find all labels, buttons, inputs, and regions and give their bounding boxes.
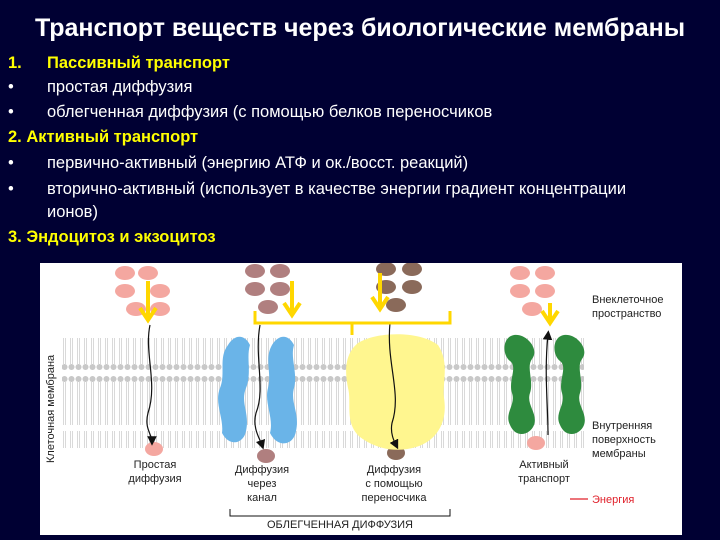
carrier-path (388, 322, 399, 450)
simple-diffusion-label-2: диффузия (128, 473, 181, 485)
channel-molecules (245, 264, 290, 463)
active-path (542, 330, 553, 436)
item-text: 3. Эндоцитоз и экзоцитоз (8, 228, 216, 246)
active-molecules (510, 266, 555, 450)
membrane-transport-figure: Клеточная мембрана (40, 263, 682, 535)
outside-label-2: пространство (592, 308, 661, 320)
item-text: 2. Активный транспорт (8, 128, 199, 146)
carrier-label-1: Диффузия (367, 464, 421, 476)
carrier-yellow-arrow (370, 273, 390, 313)
carrier-molecules (376, 263, 422, 460)
channel-yellow-arrow (282, 281, 302, 319)
channel-label-3: канал (247, 492, 277, 504)
channel-path (254, 324, 266, 450)
outside-label-1: Внеклеточное (592, 294, 663, 306)
channel-protein-left (218, 336, 250, 443)
item-endo-exocytosis: 3. Эндоцитоз и экзоцитоз (8, 228, 216, 247)
facilitated-top-bracket (253, 311, 452, 335)
slide-title: Транспорт веществ через биологические ме… (34, 14, 686, 42)
simple-diffusion-yellow-arrow (138, 281, 158, 324)
carrier-label-2: с помощью (365, 478, 422, 490)
item-text: простая диффузия (47, 78, 193, 96)
bullet-marker: • (8, 78, 14, 96)
carrier-label-3: переносчика (362, 492, 428, 504)
bullet-marker: • (8, 154, 14, 172)
pump-protein-right (554, 334, 585, 435)
facilitated-bottom-bracket (229, 509, 451, 517)
energy-label: Энергия (592, 494, 634, 506)
item-text: ионов) (47, 203, 98, 221)
inside-label-1: Внутренняя (592, 420, 652, 432)
simple-diffusion-molecules (115, 266, 170, 456)
facilitated-label: ОБЛЕГЧЕННАЯ ДИФФУЗИЯ (267, 519, 413, 531)
item-text: вторично-активный (использует в качестве… (47, 180, 627, 198)
bullet-marker: • (8, 103, 14, 121)
channel-label-2: через (248, 478, 277, 490)
membrane-label: Клеточная мембрана (45, 354, 57, 463)
item-text: Пассивный транспорт (47, 54, 230, 72)
active-yellow-arrow (540, 303, 560, 327)
item-text: облегченная диффузия (с помощью белков п… (47, 103, 493, 121)
simple-diffusion-path (146, 324, 157, 446)
active-label-2: транспорт (518, 473, 570, 485)
channel-protein-right (267, 336, 297, 444)
membrane-diagram: Клеточная мембрана (45, 263, 663, 531)
item-marker: 1. (8, 54, 22, 72)
simple-diffusion-label-1: Простая (134, 459, 177, 471)
inside-label-3: мембраны (592, 448, 646, 460)
active-label-1: Активный (519, 459, 568, 471)
item-text: первично-активный (энергию АТФ и ок./вос… (47, 154, 469, 172)
item-active-transport: 2. Активный транспорт (8, 128, 198, 147)
channel-label-1: Диффузия (235, 464, 289, 476)
bullet-marker: • (8, 180, 14, 198)
inside-label-2: поверхность (592, 434, 656, 446)
pump-protein-left (504, 334, 535, 435)
